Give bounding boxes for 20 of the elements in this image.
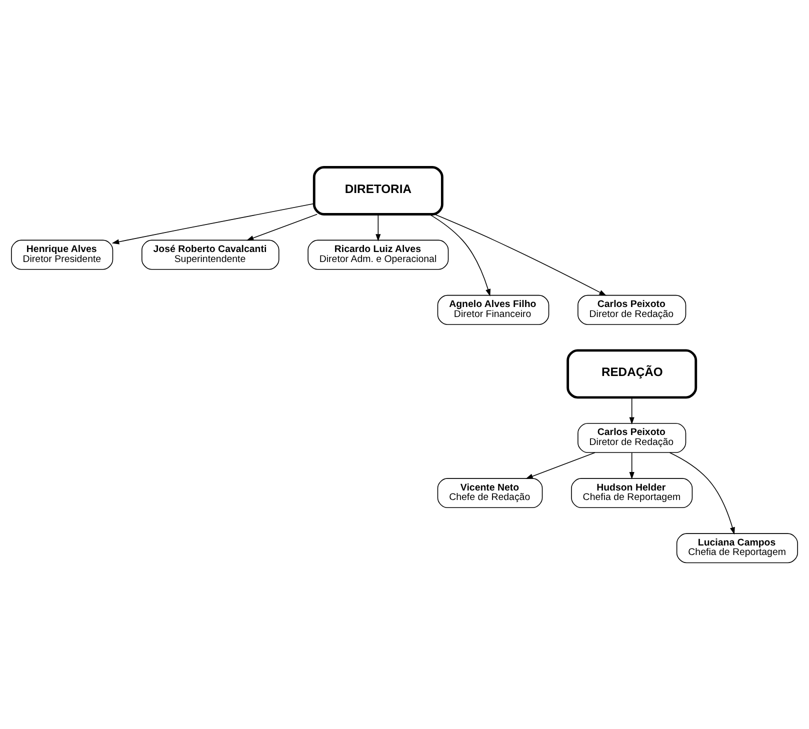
arrow bbox=[246, 213, 318, 240]
node-box: Agnelo Alves Filho Diretor Financeiro bbox=[437, 294, 550, 324]
arrow bbox=[434, 213, 606, 296]
arrow bbox=[376, 214, 381, 241]
node-box: Carlos Peixoto Diretor de Redação bbox=[578, 422, 686, 452]
arrow bbox=[526, 452, 596, 478]
node-box: Carlos Peixoto Diretor de Redação bbox=[578, 294, 686, 324]
node-box: Hudson Helder Chefia de Reportagem bbox=[571, 478, 693, 508]
arrow bbox=[629, 396, 634, 424]
node-box: José Roberto Cavalcanti Superintendente bbox=[142, 239, 280, 270]
node-box: REDAÇÃO bbox=[566, 348, 698, 398]
arrow bbox=[429, 213, 491, 296]
node-box: Vicente Neto Chefe de Redação bbox=[437, 478, 543, 508]
arrow bbox=[669, 452, 735, 534]
node-box: Luciana Campos Chefia de Reportagem bbox=[676, 532, 798, 563]
arrow bbox=[112, 202, 314, 244]
node-box: DIRETORIA bbox=[312, 166, 444, 215]
arrow bbox=[629, 452, 634, 479]
node-box: Henrique Alves Diretor Presidente bbox=[11, 239, 114, 270]
node-box: Ricardo Luiz Alves Diretor Adm. e Operacional bbox=[308, 239, 449, 270]
